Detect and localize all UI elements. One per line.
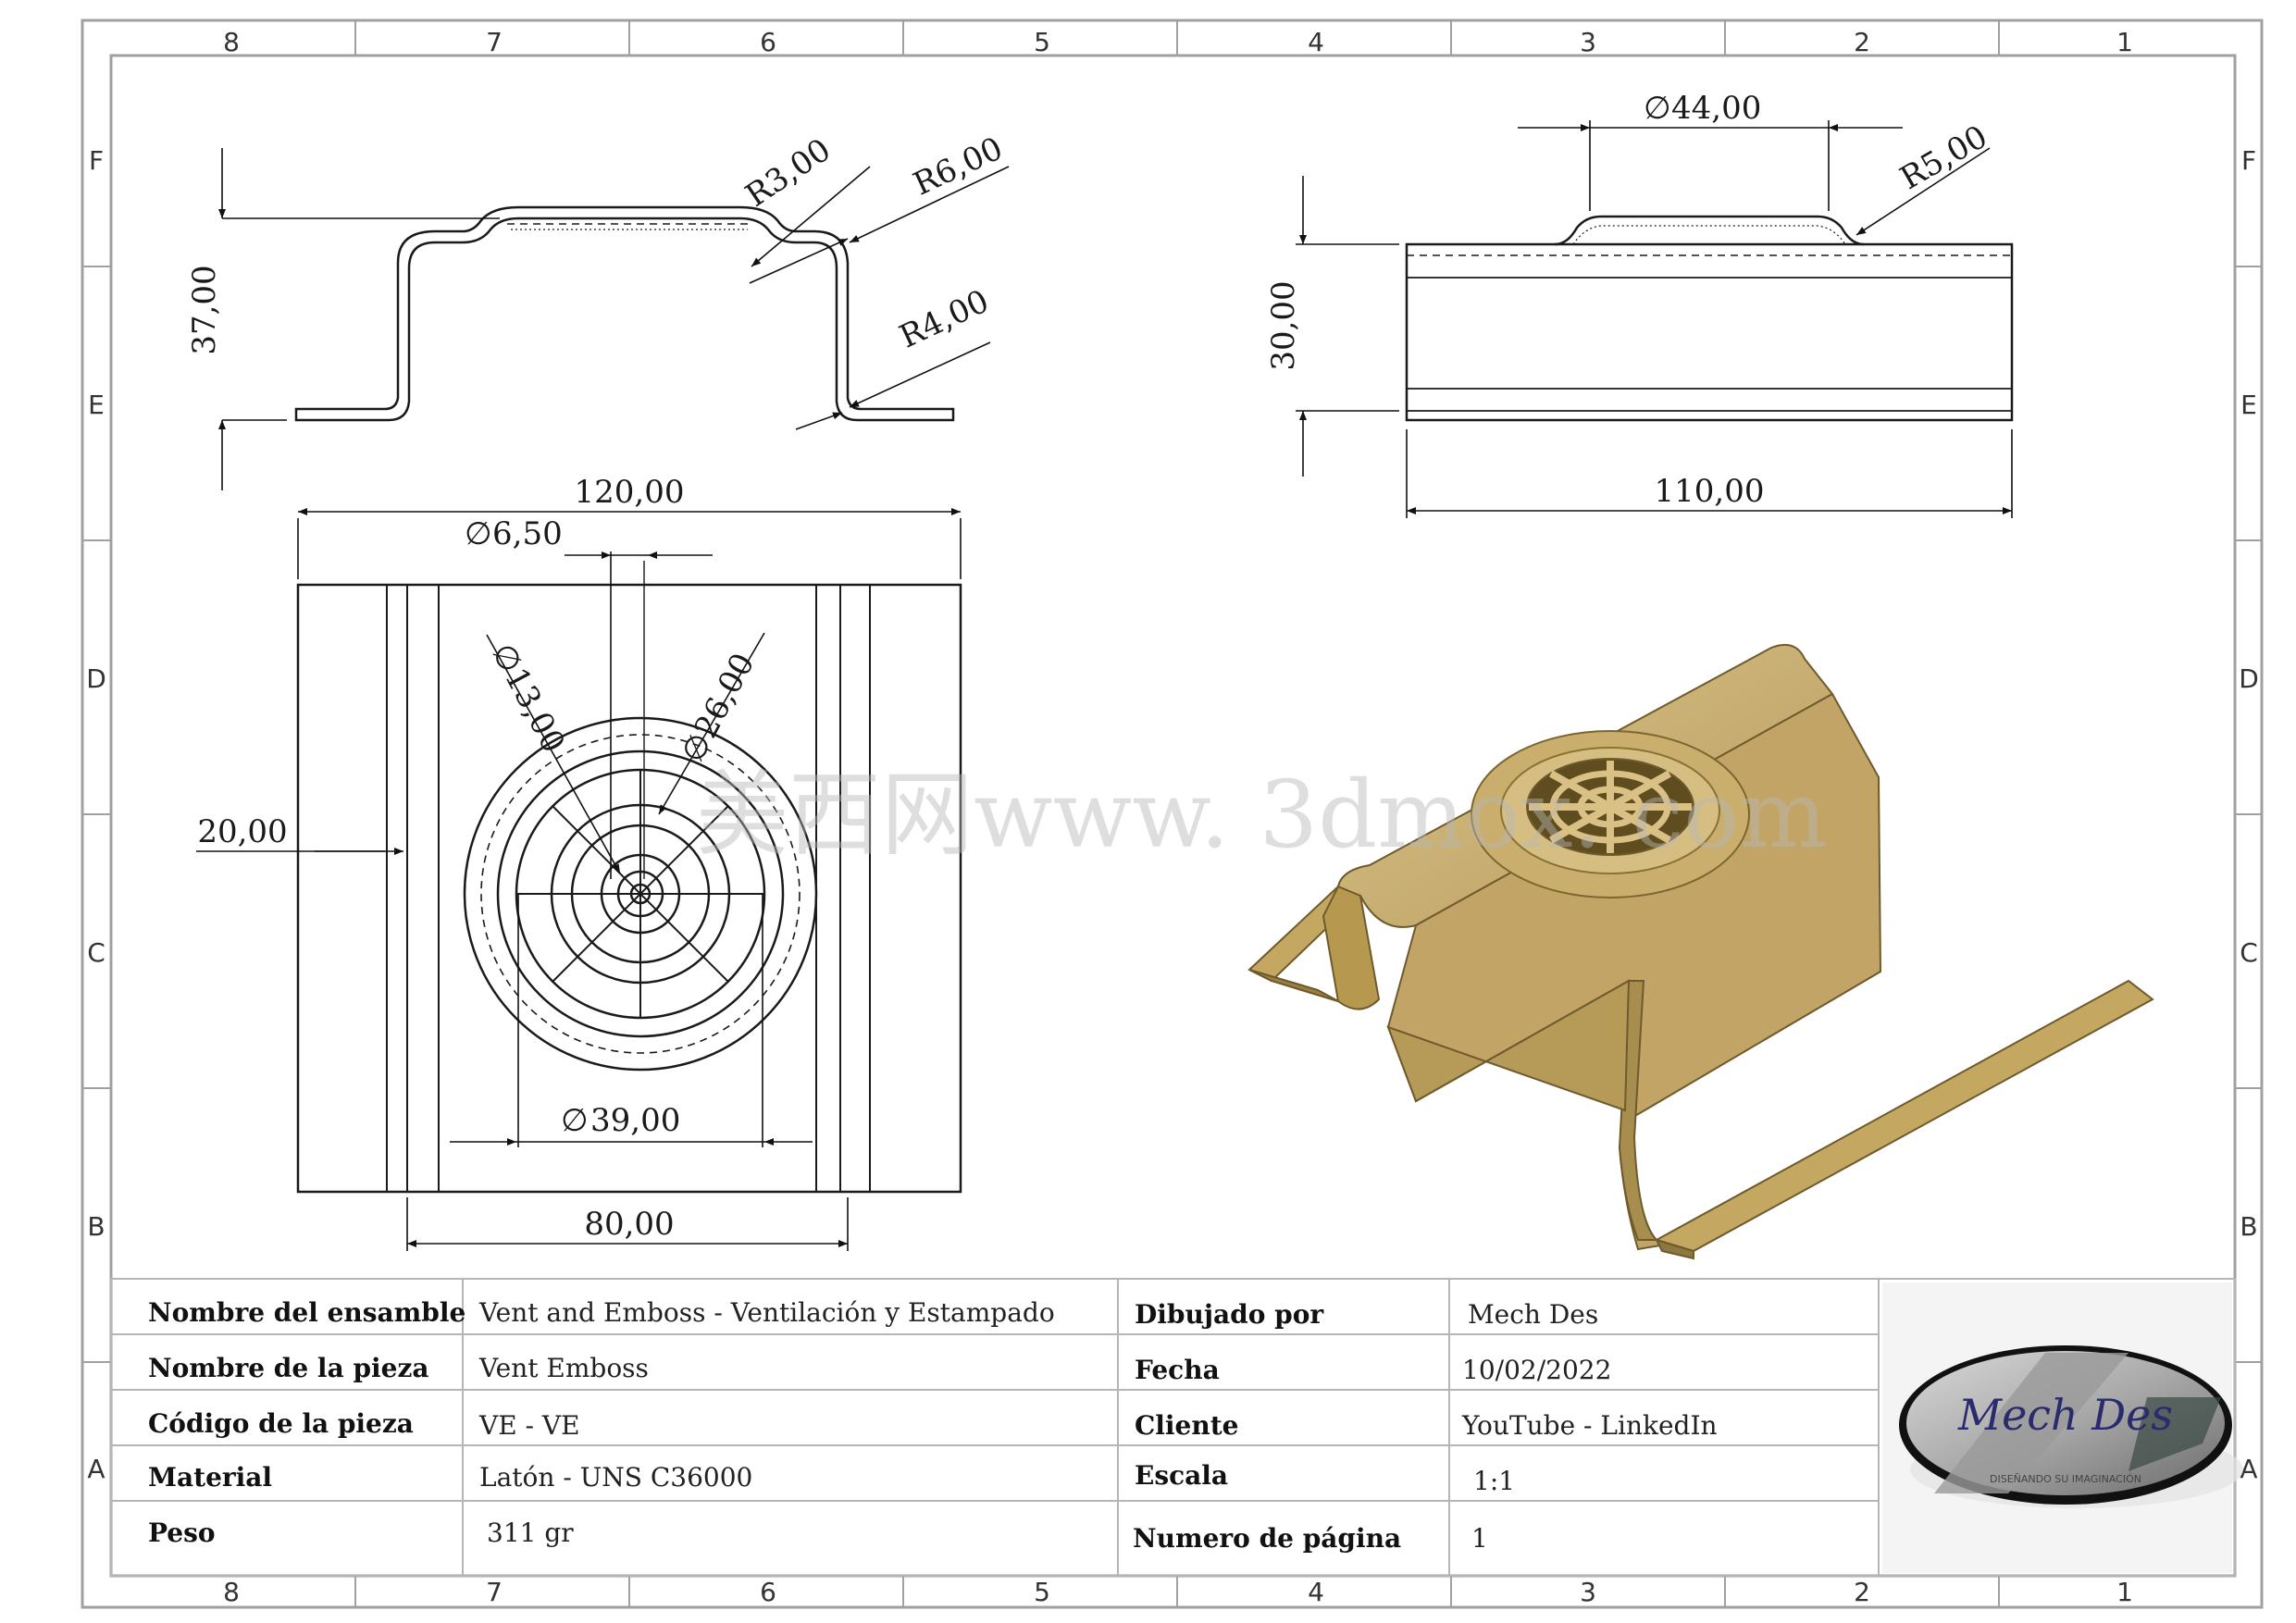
tb-label-drawn-by: Dibujado por (1135, 1299, 1324, 1330)
zone-col-1: 1 (2116, 27, 2133, 57)
front-height-dim: 37,00 (186, 265, 223, 354)
front-r3-dim: R3,00 (739, 131, 838, 215)
tb-value-material: Latón - UNS C36000 (479, 1462, 752, 1493)
logo-tagline: DISEÑANDO SU IMAGINACIÓN (1990, 1473, 2141, 1485)
tb-label-date: Fecha (1135, 1355, 1220, 1385)
zone-row-d: D (86, 663, 106, 694)
zone-labels-bottom: 8 7 6 5 4 3 2 1 (223, 1577, 2133, 1607)
top-view-spokes (516, 770, 764, 1018)
side-r5-dim: R5,00 (1894, 118, 1994, 197)
zone-row-e-right: E (2240, 390, 2257, 420)
logo-text: Mech Des (1957, 1390, 2173, 1440)
zone-col-6: 6 (760, 27, 776, 57)
zone-col-4-bottom: 4 (1308, 1577, 1324, 1607)
zone-col-5: 5 (1034, 27, 1050, 57)
zone-col-6-bottom: 6 (760, 1577, 776, 1607)
side-dims (1296, 120, 2013, 518)
zone-col-2-bottom: 2 (1854, 1577, 1870, 1607)
tb-label-page-number: Numero de página (1133, 1523, 1401, 1554)
zone-col-2: 2 (1854, 27, 1870, 57)
side-height-dim: 30,00 (1265, 280, 1302, 370)
watermark-text: 美西网www. 3dmox. com (696, 761, 1827, 869)
zone-col-3-bottom: 3 (1580, 1577, 1596, 1607)
tb-label-part-name: Nombre de la pieza (148, 1353, 429, 1383)
top-d39-symbol: ∅ (561, 1102, 589, 1139)
tb-value-weight: 311 gr (487, 1518, 574, 1548)
tb-value-page-number: 1 (1471, 1523, 1488, 1554)
tb-label-assembly: Nombre del ensamble (148, 1297, 465, 1328)
zone-col-4: 4 (1308, 27, 1324, 57)
tb-value-date: 10/02/2022 (1462, 1355, 1611, 1385)
zone-row-f-right: F (2241, 145, 2256, 176)
front-view (294, 205, 955, 422)
zone-row-a-right: A (2240, 1454, 2257, 1484)
tb-value-client: YouTube - LinkedIn (1461, 1410, 1718, 1441)
top-d26-group: ∅ 26,00 (675, 647, 763, 768)
top-view (296, 561, 962, 1194)
zone-row-e: E (88, 390, 105, 420)
zone-labels-left: F E D C B A (86, 145, 106, 1484)
tb-value-drawn-by: Mech Des (1468, 1299, 1598, 1330)
side-view (1405, 215, 2014, 422)
top-d13-dim: 13,00 (497, 662, 572, 759)
zone-col-5-bottom: 5 (1034, 1577, 1050, 1607)
tb-value-part-name: Vent Emboss (478, 1353, 649, 1383)
zone-row-b: B (87, 1211, 105, 1242)
top-d13-group: ∅ 13,00 (484, 638, 572, 759)
title-block (110, 1278, 2236, 1577)
zone-col-8: 8 (223, 27, 240, 57)
tb-value-part-code: VE - VE (478, 1410, 580, 1441)
company-logo: Mech Des DISEÑANDO SU IMAGINACIÓN (1882, 1282, 2243, 1573)
zone-col-3: 3 (1580, 27, 1596, 57)
tb-label-part-code: Código de la pieza (148, 1408, 414, 1439)
zone-col-7: 7 (486, 27, 503, 57)
top-d39-dim: 39,00 (590, 1102, 680, 1139)
zone-labels-right: F E D C B A (2239, 145, 2259, 1484)
zone-labels-top: 8 7 6 5 4 3 2 1 (223, 27, 2133, 57)
top-margin-dim: 20,00 (197, 813, 287, 850)
zone-row-a: A (87, 1454, 105, 1484)
top-hole-dim: 6,50 (492, 515, 563, 552)
tb-label-client: Cliente (1135, 1410, 1238, 1441)
tb-value-scale: 1:1 (1473, 1466, 1515, 1496)
side-diameter-dim: 44,00 (1671, 90, 1761, 127)
zone-row-b-right: B (2240, 1211, 2257, 1242)
front-r4-dim: R4,00 (894, 282, 995, 355)
zone-row-d-right: D (2239, 663, 2259, 694)
tb-label-scale: Escala (1135, 1460, 1228, 1491)
zone-row-c: C (87, 937, 105, 968)
top-inner-dim: 80,00 (584, 1206, 674, 1243)
top-width-dim: 120,00 (575, 474, 685, 511)
zone-ticks (82, 20, 2262, 1607)
tb-label-weight: Peso (148, 1518, 216, 1548)
top-d26-dim: 26,00 (688, 647, 763, 744)
zone-col-1-bottom: 1 (2116, 1577, 2133, 1607)
front-dims (218, 148, 1010, 490)
zone-col-7-bottom: 7 (486, 1577, 503, 1607)
zone-row-c-right: C (2240, 937, 2258, 968)
tb-label-material: Material (148, 1462, 272, 1493)
iso-view (1247, 644, 2154, 1260)
top-dims (196, 508, 962, 1251)
zone-row-f: F (89, 145, 104, 176)
side-diameter-symbol: ∅ (1644, 90, 1671, 127)
top-hole-symbol: ∅ (465, 515, 492, 552)
tb-value-assembly: Vent and Emboss - Ventilación y Estampad… (478, 1297, 1055, 1328)
zone-col-8-bottom: 8 (223, 1577, 240, 1607)
side-width-dim: 110,00 (1655, 473, 1765, 510)
front-r6-dim: R6,00 (908, 130, 1009, 203)
title-block-text: Nombre del ensamble Vent and Emboss - Ve… (148, 1297, 1718, 1554)
